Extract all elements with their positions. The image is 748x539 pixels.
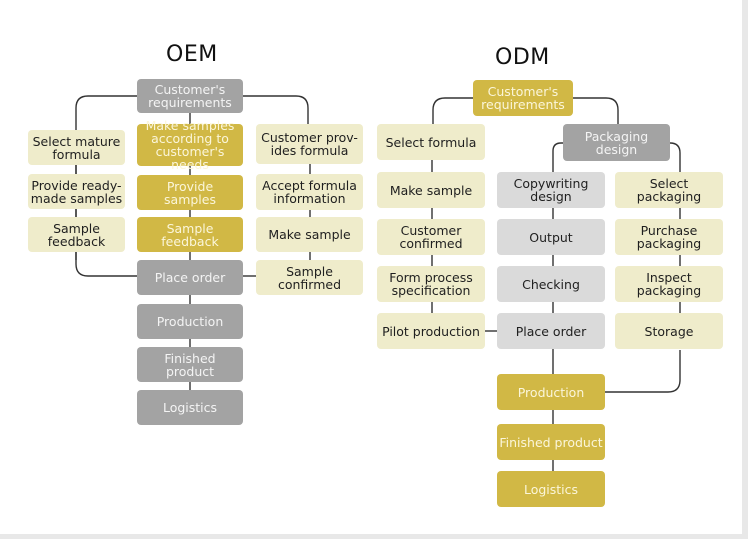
odm-left-step-5: Pilot production [377,313,485,349]
odm-right-step-2: Purchase packaging [615,219,723,255]
odm-middle-step-2: Output [497,219,605,255]
oem-production: Production [137,304,243,339]
oem-finished-product: Finished product [137,347,243,382]
oem-place-order: Place order [137,260,243,295]
odm-middle-step-3: Checking [497,266,605,302]
oem-left-step-2: Provide ready-made samples [28,174,125,209]
oem-left-step-1: Select mature formula [28,130,125,165]
oem-right-step-2: Accept formula information [256,174,363,210]
odm-left-step-2: Make sample [377,172,485,208]
odm-finished-product: Finished product [497,424,605,460]
oem-center-step-2: Provide samples [137,175,243,210]
odm-right-step-3: Inspect packaging [615,266,723,302]
odm-customer-requirements: Customer's requirements [473,80,573,116]
odm-left-step-4: Form process specification [377,266,485,302]
odm-connector-left [432,97,473,124]
odm-right-step-4: Storage [615,313,723,349]
odm-right-step-1: Select packaging [615,172,723,208]
oem-right-step-1: Customer prov-ides formula [256,124,363,164]
oem-center-step-3: Sample feedback [137,217,243,252]
oem-right-step-4: Sample confirmed [256,260,363,295]
oem-customer-requirements: Customer's requirements [137,79,243,113]
odm-production: Production [497,374,605,410]
odm-title: ODM [495,45,550,70]
odm-connector-pack-left [552,142,563,172]
oem-title: OEM [166,42,218,67]
oem-center-step-1: Make samples according to customer's nee… [137,119,243,171]
oem-left-step-3: Sample feedback [28,217,125,252]
oem-logistics: Logistics [137,390,243,425]
odm-left-step-1: Select formula [377,124,485,160]
oem-right-step-3: Make sample [256,217,363,252]
odm-connector-pack-right [669,142,681,172]
odm-connector-right [573,97,619,124]
oem-connector-right [243,95,309,124]
odm-packaging-design: Packaging design [563,124,670,161]
odm-middle-step-1: Copywriting design [497,172,605,208]
odm-middle-step-4: Place order [497,313,605,349]
odm-logistics: Logistics [497,471,605,507]
odm-left-step-3: Customer confirmed [377,219,485,255]
odm-connector-storage [604,350,681,393]
